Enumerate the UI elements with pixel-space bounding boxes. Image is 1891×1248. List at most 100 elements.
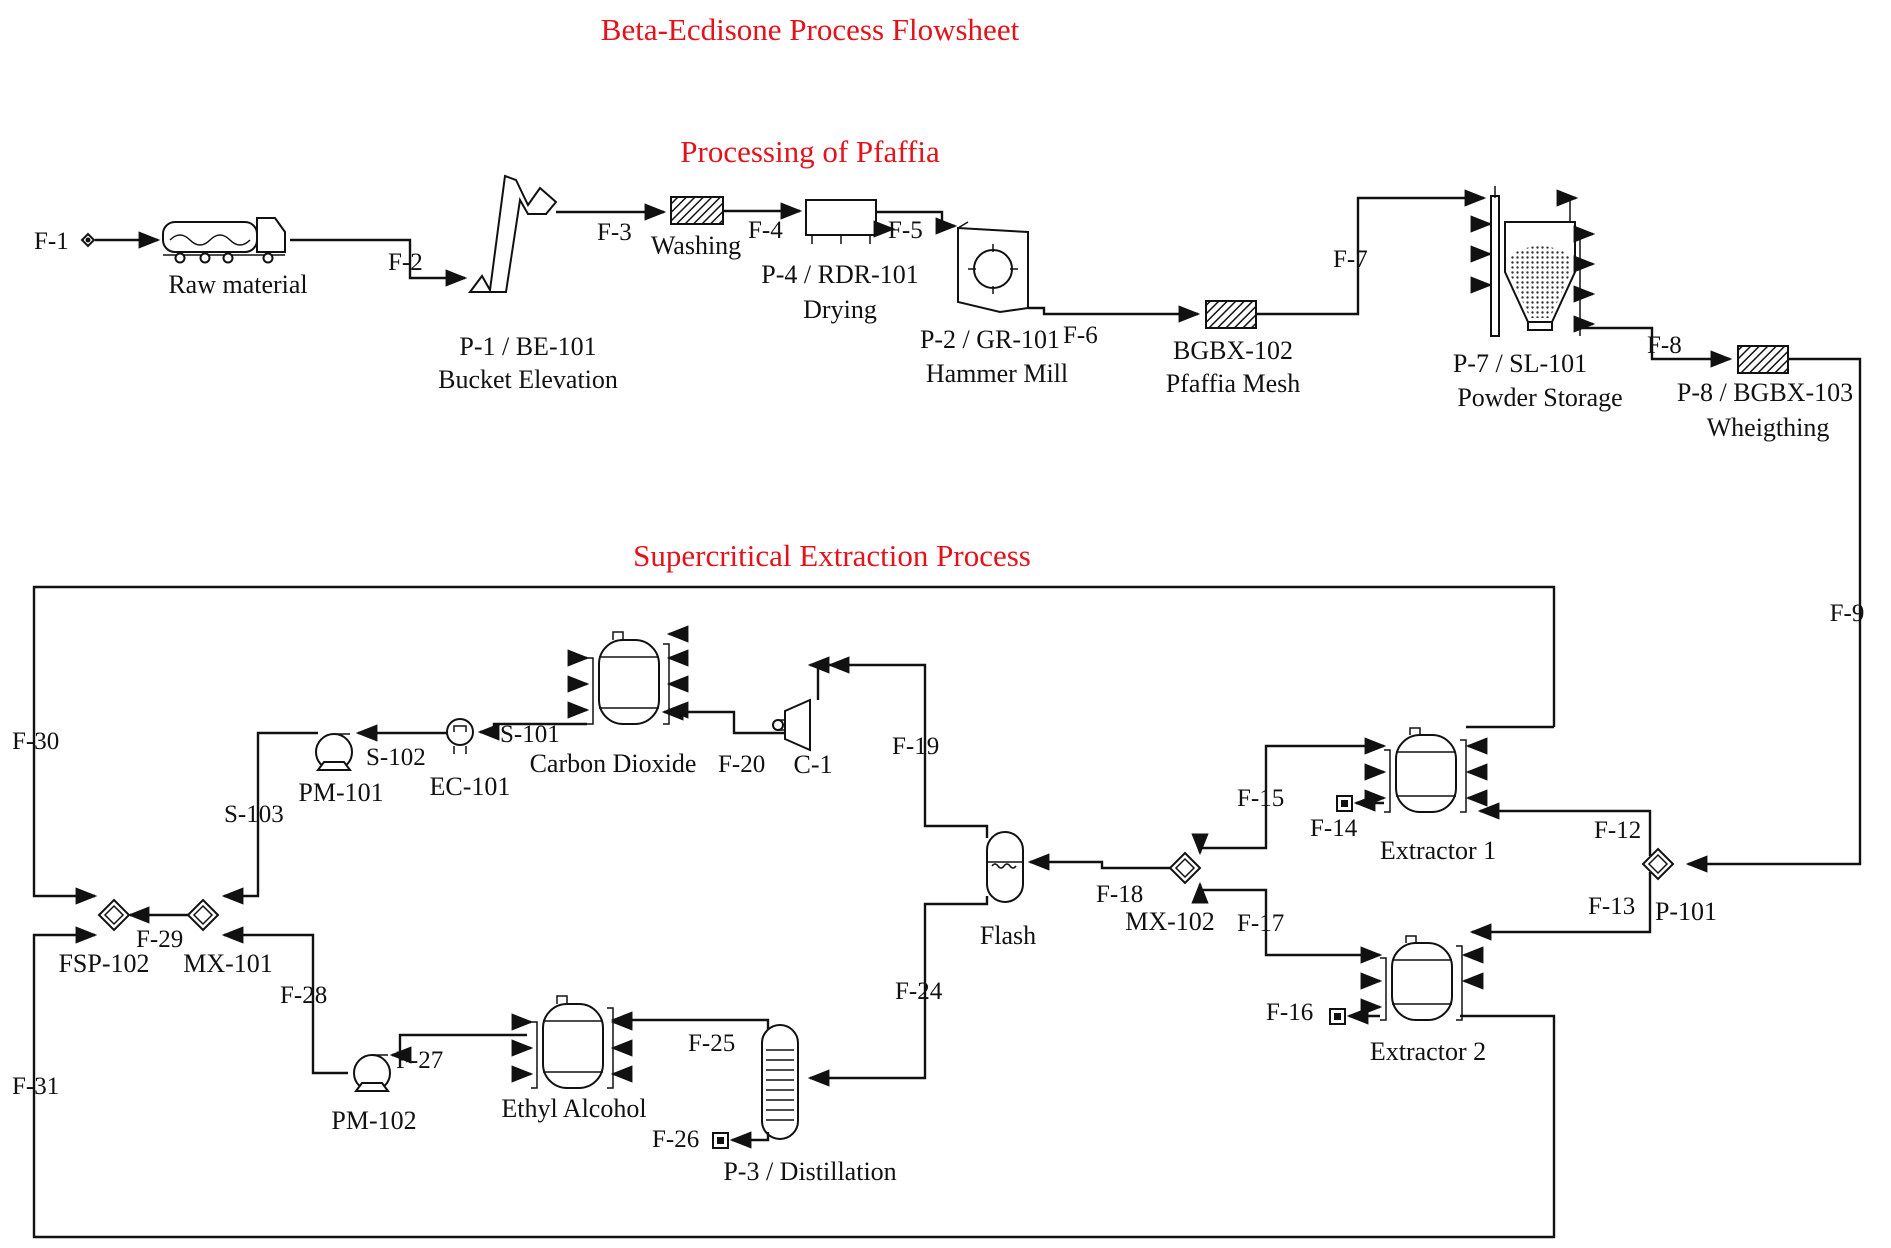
stream-line-s101 <box>477 722 587 741</box>
compressor-icon <box>772 698 811 752</box>
stream-line-f7 <box>1256 189 1487 316</box>
silo-right-output-arrows <box>1573 225 1596 333</box>
main-title: Beta-Ecdisone Process Flowsheet <box>601 12 1020 47</box>
stream-label-f7: F-7 <box>1333 246 1368 273</box>
raw-material-truck-icon <box>162 217 286 264</box>
stream-label-s101: S-101 <box>500 721 560 748</box>
stream-line-f25 <box>610 1011 770 1030</box>
stream-label-f8: F-8 <box>1647 332 1682 359</box>
rotary-dryer-icon <box>805 199 877 244</box>
raw-material-label: Raw material <box>168 270 307 299</box>
stream-label-f18: F-18 <box>1096 881 1143 908</box>
bgbx102-name-label: Pfaffia Mesh <box>1166 369 1301 398</box>
p101-splitter-icon <box>1641 847 1675 881</box>
stream-line-f30 <box>32 585 1556 905</box>
p1-name-label: Bucket Elevation <box>438 365 618 394</box>
stream-label-f3: F-3 <box>597 219 632 246</box>
mx101-mixer-icon <box>186 898 220 932</box>
ec101-label: EC-101 <box>430 772 511 801</box>
section-title-supercritical: Supercritical Extraction Process <box>633 538 1031 573</box>
stream-label-s102: S-102 <box>366 744 426 771</box>
stream-line-f17 <box>1191 881 1378 957</box>
p2-name-label: Hammer Mill <box>926 359 1068 388</box>
bgbx102-hatched-box <box>1205 300 1257 329</box>
section-title-processing: Processing of Pfaffia <box>680 134 940 169</box>
bgbx102-tag-label: BGBX-102 <box>1173 336 1293 365</box>
mx102-label: MX-102 <box>1125 907 1215 936</box>
silo-icon <box>1490 186 1581 337</box>
stream-line-s103 <box>221 731 318 905</box>
p3-label: P-3 / Distillation <box>723 1157 896 1186</box>
hammer-mill-icon <box>957 221 1029 314</box>
fsp102-splitter-icon <box>97 898 131 932</box>
stream-label-f15: F-15 <box>1237 785 1284 812</box>
carbon-dioxide-tank-icon <box>587 631 670 725</box>
stream-label-f28: F-28 <box>280 982 327 1009</box>
pm102-label: PM-102 <box>331 1106 416 1135</box>
p4-name-label: Drying <box>803 295 877 324</box>
stream-label-f1: F-1 <box>34 228 69 255</box>
washing-hatched-box <box>670 196 724 225</box>
stream-line-f31 <box>32 926 1556 1239</box>
stream-line-f27 <box>389 1033 527 1064</box>
stream-label-f19: F-19 <box>892 733 939 760</box>
ethyl-alcohol-tank-icon <box>531 995 614 1089</box>
stream-label-f26: F-26 <box>652 1126 699 1153</box>
heat-exchanger-icon <box>446 718 474 754</box>
bucket-elevator-icon <box>468 174 558 294</box>
flash-drum-icon <box>986 831 1024 903</box>
p101-label: P-101 <box>1655 897 1717 926</box>
stream-label-f29: F-29 <box>136 926 183 953</box>
extractor2-vessel-icon <box>1380 935 1463 1021</box>
stream-label-f27: F-27 <box>396 1047 443 1074</box>
stream-label-f20: F-20 <box>718 751 765 778</box>
stream-line-f18 <box>1027 853 1170 871</box>
stream-label-f6: F-6 <box>1063 322 1098 349</box>
stream-line-f12 <box>1477 802 1652 856</box>
stream-label-s103: S-103 <box>224 801 284 828</box>
f26-sink-icon <box>712 1132 729 1149</box>
mx102-mixer-icon <box>1168 851 1202 885</box>
stream-line-f28 <box>221 926 348 1075</box>
pump-pm102-icon <box>353 1054 391 1092</box>
pm101-label: PM-101 <box>298 778 383 807</box>
stream-label-f16: F-16 <box>1266 999 1313 1026</box>
stream-line-f19 <box>827 656 989 838</box>
p8-tag-label: P-8 / BGBX-103 <box>1677 378 1853 407</box>
stream-label-f24: F-24 <box>895 978 943 1005</box>
stream-label-f13: F-13 <box>1588 893 1635 920</box>
stream-label-f31: F-31 <box>12 1073 59 1100</box>
carbon-dioxide-label: Carbon Dioxide <box>530 749 697 778</box>
stream-line-dryer-to-mill <box>876 210 958 235</box>
f14-sink-icon <box>1336 795 1353 812</box>
stream-label-f12: F-12 <box>1594 817 1641 844</box>
extractor2-label: Extractor 2 <box>1370 1037 1486 1066</box>
p4-tag-label: P-4 / RDR-101 <box>761 260 918 289</box>
stream-label-f30: F-30 <box>12 728 59 755</box>
carbon-dioxide-jacket-arrows <box>567 625 689 719</box>
stream-line-f8 <box>1580 326 1733 368</box>
stream-label-f9: F-9 <box>1830 600 1865 627</box>
p8-name-label: Wheigthing <box>1707 413 1830 442</box>
washing-label: Washing <box>651 231 741 260</box>
stream-line-f13 <box>1469 872 1652 941</box>
mx101-label: MX-101 <box>183 949 273 978</box>
ethyl-alcohol-label: Ethyl Alcohol <box>501 1094 646 1123</box>
p2-tag-label: P-2 / GR-101 <box>920 325 1060 354</box>
stream-line-f24 <box>807 896 989 1087</box>
stream-line-f15 <box>1191 744 1382 856</box>
silo-left-input-arrows <box>1470 215 1493 294</box>
stream-line-f6 <box>1028 305 1201 323</box>
f16-sink-icon <box>1329 1008 1346 1025</box>
f1-source-icon <box>80 232 96 248</box>
distillation-column-icon <box>761 1024 799 1140</box>
stream-label-f5: F-5 <box>888 217 923 244</box>
fsp102-label: FSP-102 <box>58 949 149 978</box>
extractor1-label: Extractor 1 <box>1380 836 1496 865</box>
stream-line-f26 <box>729 1131 770 1149</box>
pump-pm101-icon <box>315 733 353 771</box>
stream-label-f4: F-4 <box>748 217 783 244</box>
p7-name-label: Powder Storage <box>1457 383 1622 412</box>
stream-label-f2: F-2 <box>388 249 423 276</box>
